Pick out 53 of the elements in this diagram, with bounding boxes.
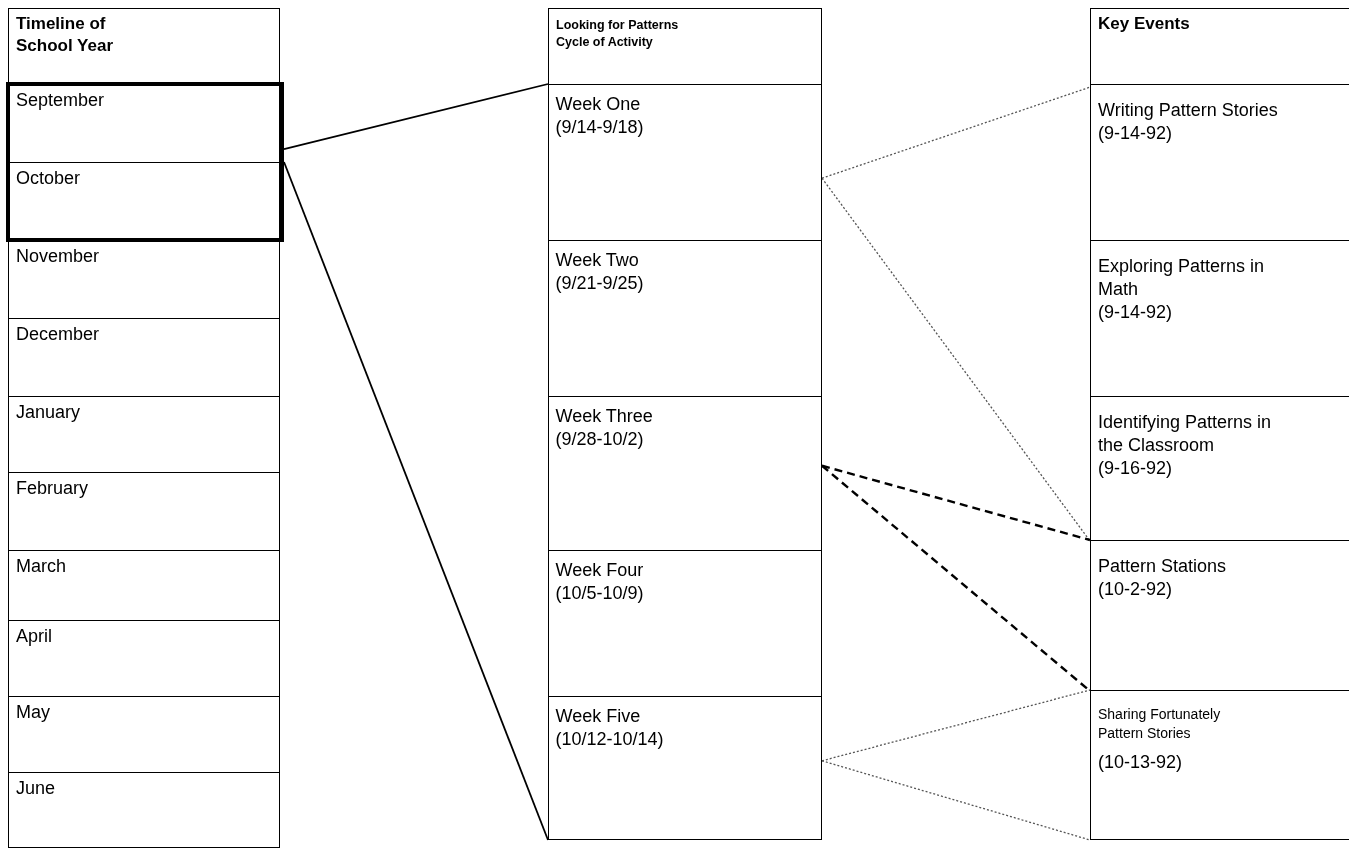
month-label: November (16, 245, 101, 268)
week-label: (9/14-9/18) (555, 115, 645, 139)
month-cell (8, 620, 280, 697)
month-label: March (16, 555, 67, 578)
month-label: April (16, 625, 53, 648)
month-label: May (16, 701, 51, 724)
column-header (8, 8, 280, 85)
month-label: December (16, 323, 101, 346)
month-cell (8, 550, 280, 621)
month-label: June (16, 777, 57, 800)
event-label: Exploring Patterns in Math (1098, 255, 1266, 301)
month-cell (8, 472, 280, 551)
header-text: Looking for Patterns Cycle of Activity (556, 17, 680, 51)
week-label: Week Two (555, 248, 640, 272)
month-cell (8, 772, 280, 848)
column-header (548, 8, 822, 85)
event-label: (9-16-92) (1098, 457, 1174, 480)
week-label: (10/12-10/14) (555, 727, 665, 751)
highlight-frame (6, 82, 284, 242)
event-label: Identifying Patterns in the Classroom (1098, 411, 1273, 457)
event-label: (10-2-92) (1098, 578, 1174, 601)
header-text: Key Events (1098, 13, 1191, 35)
month-cell (8, 240, 280, 319)
connector-line (283, 83, 549, 151)
connector-line (821, 760, 1091, 841)
event-label: Writing Pattern Stories (1098, 99, 1278, 122)
event-cell (1090, 690, 1349, 840)
event-label: (9-14-92) (1098, 122, 1174, 145)
month-cell (8, 696, 280, 773)
event-label: (10-13-92) (1098, 751, 1184, 774)
week-label: Week Four (555, 558, 645, 582)
header-text: Timeline of School Year (16, 13, 114, 57)
event-label: Sharing Fortunately Pattern Stories (1098, 705, 1222, 743)
column-header (1090, 8, 1349, 85)
month-label: February (16, 477, 90, 500)
month-label: October (16, 167, 82, 190)
month-label: January (16, 401, 82, 424)
month-label: September (16, 89, 106, 112)
week-label: Week Three (555, 404, 654, 428)
connector-line (821, 689, 1091, 762)
week-label: (9/28-10/2) (555, 427, 645, 451)
week-label: Week Five (555, 704, 642, 728)
connector-line (283, 161, 549, 841)
week-label: (10/5-10/9) (555, 581, 645, 605)
event-label: Pattern Stations (1098, 555, 1228, 578)
connector-line (821, 464, 1091, 542)
week-label: Week One (555, 92, 642, 116)
event-label: (9-14-92) (1098, 301, 1174, 324)
month-cell (8, 318, 280, 397)
month-cell (8, 396, 280, 473)
connector-line (821, 464, 1091, 692)
connector-line (821, 86, 1091, 179)
week-label: (9/21-9/25) (555, 271, 645, 295)
